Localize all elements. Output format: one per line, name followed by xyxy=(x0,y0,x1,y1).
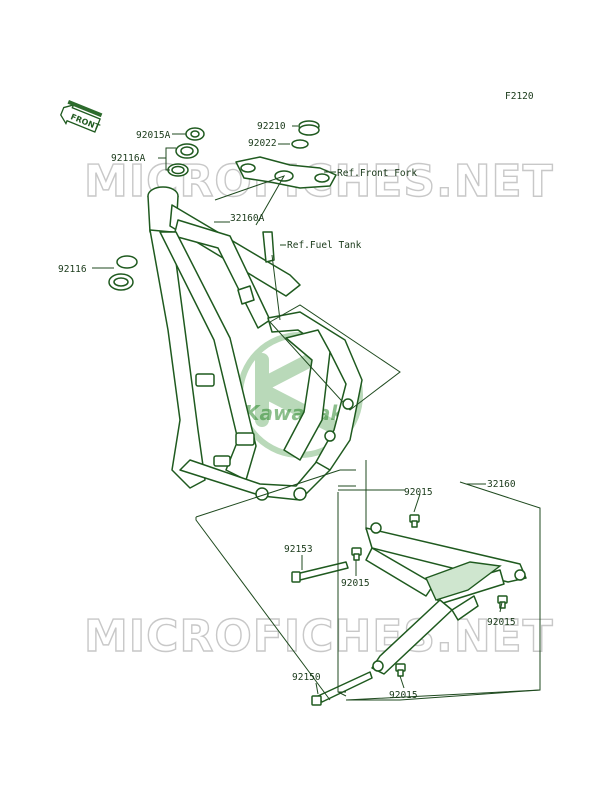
label-ref-fuel-tank: Ref.Fuel Tank xyxy=(287,240,362,251)
label-92015-mid: 92015 xyxy=(341,578,370,589)
label-ref-front-fork: Ref.Front Fork xyxy=(337,168,417,179)
steering-stem-group xyxy=(214,120,337,226)
kawasaki-logo-text: Kawasaki xyxy=(244,401,352,425)
label-92150: 92150 xyxy=(292,672,321,683)
label-92153: 92153 xyxy=(284,544,313,555)
label-32160A: 32160A xyxy=(230,213,265,224)
label-92015A: 92015A xyxy=(136,130,171,141)
part-labels: 92015A 92116A 92210 92022 Ref.Front Fork… xyxy=(58,121,516,701)
main-frame-32160A xyxy=(147,186,401,501)
label-92116A: 92116A xyxy=(111,153,146,164)
bolts xyxy=(291,514,508,706)
label-92015-right: 92015 xyxy=(487,617,516,628)
bearing-parts-left xyxy=(108,127,205,291)
label-92022: 92022 xyxy=(248,138,277,149)
fuel-tank-bracket xyxy=(262,231,281,321)
rear-subframe-32160 xyxy=(365,522,527,675)
bracket-lines xyxy=(195,460,541,701)
label-92210: 92210 xyxy=(257,121,286,132)
front-arrow-badge: FRONT xyxy=(60,99,103,133)
label-92015-top: 92015 xyxy=(404,487,433,498)
watermark-bottom: MICROFICHES.NET xyxy=(84,611,554,662)
label-92116: 92116 xyxy=(58,264,87,275)
frame-ground-plane xyxy=(195,469,356,518)
figure-code: F2120 xyxy=(505,91,534,102)
leader-lines xyxy=(92,125,503,695)
label-92015-bottom: 92015 xyxy=(389,690,418,701)
label-32160: 32160 xyxy=(487,479,516,490)
